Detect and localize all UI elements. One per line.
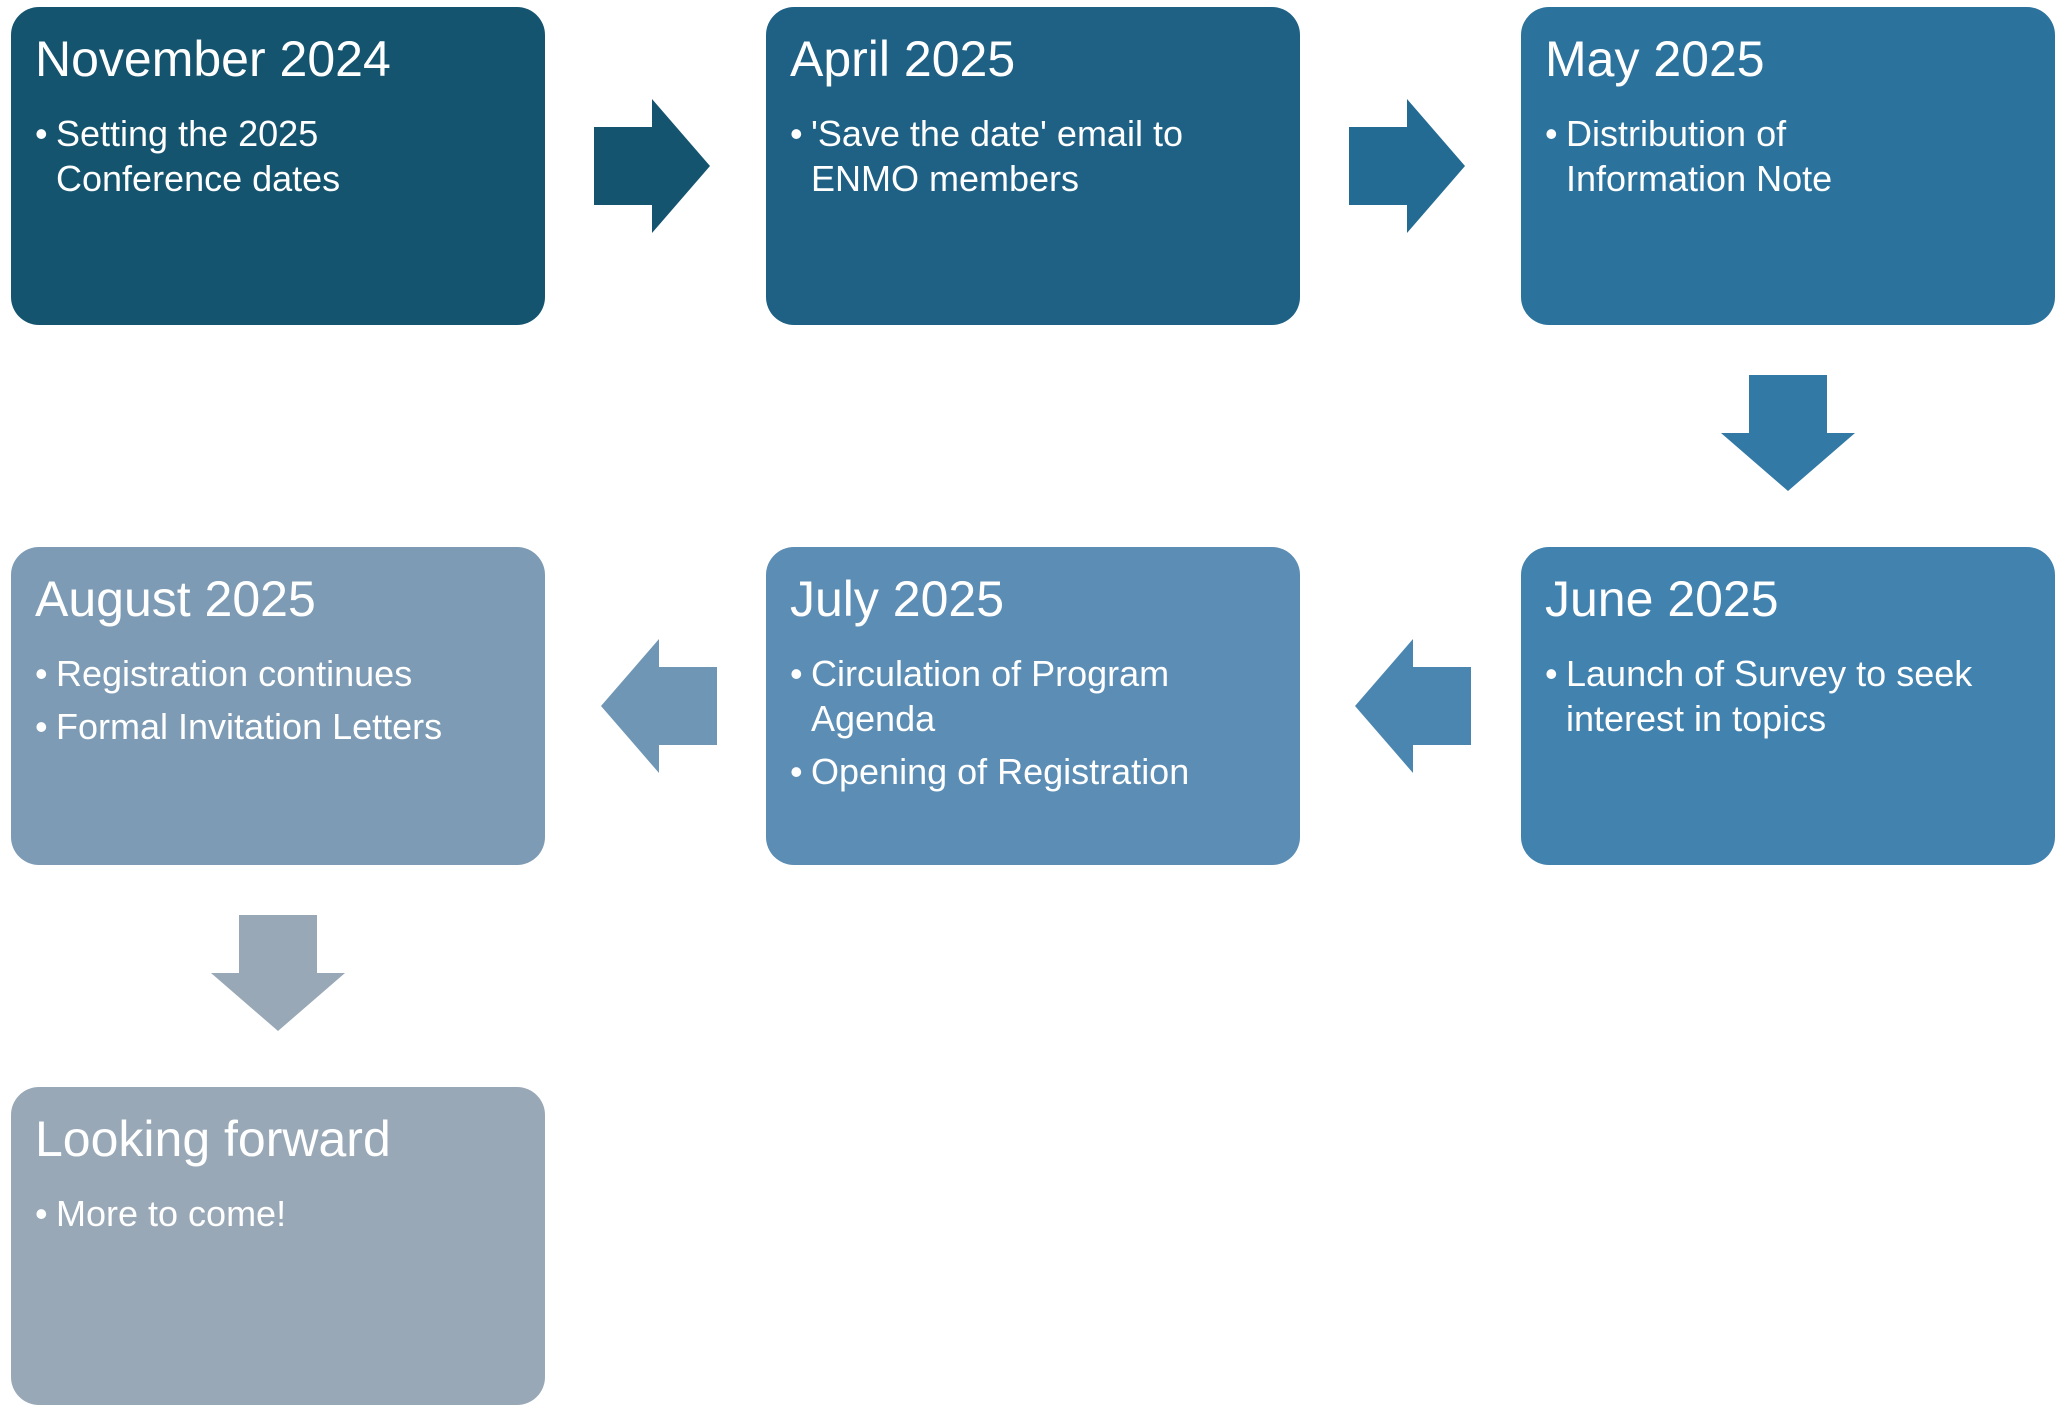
arrow-right-icon: [1349, 99, 1465, 233]
step-item-list: •'Save the date' email to ENMO members: [790, 111, 1276, 201]
step-item-list: •Registration continues •Formal Invitati…: [35, 651, 521, 749]
step-item: •Distribution of Information Note: [1545, 111, 2031, 201]
bullet-icon: •: [35, 1193, 48, 1234]
step-item: •Registration continues: [35, 651, 521, 696]
step-item: •'Save the date' email to ENMO members: [790, 111, 1276, 201]
step-item: •Circulation of Program Agenda: [790, 651, 1276, 741]
bullet-icon: •: [35, 113, 48, 154]
step-box-looking-forward: Looking forward •More to come!: [11, 1087, 545, 1405]
step-title: November 2024: [35, 31, 391, 87]
step-item: •Formal Invitation Letters: [35, 704, 521, 749]
step-title: May 2025: [1545, 31, 1765, 87]
step-item-list: •Setting the 2025 Conference dates: [35, 111, 521, 201]
step-item-text: Launch of Survey to seek interest in top…: [1566, 653, 1973, 739]
bullet-icon: •: [1545, 113, 1558, 154]
step-item-list: •More to come!: [35, 1191, 521, 1236]
step-item-text: Distribution of Information Note: [1566, 113, 1833, 199]
step-title: July 2025: [790, 571, 1005, 627]
step-title: April 2025: [790, 31, 1016, 87]
step-item-text: More to come!: [56, 1193, 287, 1234]
step-item: •More to come!: [35, 1191, 521, 1236]
bullet-icon: •: [790, 751, 803, 792]
step-item-text: Registration continues: [56, 653, 413, 694]
arrow-right-icon: [594, 99, 710, 233]
step-box-april-2025: April 2025 •'Save the date' email to ENM…: [766, 7, 1300, 325]
step-title: August 2025: [35, 571, 316, 627]
step-box-november-2024: November 2024 •Setting the 2025 Conferen…: [11, 7, 545, 325]
bullet-icon: •: [35, 706, 48, 747]
arrow-left-icon: [1355, 639, 1471, 773]
bullet-icon: •: [35, 653, 48, 694]
bullet-icon: •: [790, 113, 803, 154]
step-box-july-2025: July 2025 •Circulation of Program Agenda…: [766, 547, 1300, 865]
arrow-down-icon: [1721, 375, 1855, 491]
step-item: •Launch of Survey to seek interest in to…: [1545, 651, 2031, 741]
step-box-may-2025: May 2025 •Distribution of Information No…: [1521, 7, 2055, 325]
step-item: •Setting the 2025 Conference dates: [35, 111, 521, 201]
step-box-june-2025: June 2025 •Launch of Survey to seek inte…: [1521, 547, 2055, 865]
step-item-text: 'Save the date' email to ENMO members: [811, 113, 1183, 199]
step-item-list: •Distribution of Information Note: [1545, 111, 2031, 201]
step-item-list: •Circulation of Program Agenda •Opening …: [790, 651, 1276, 794]
step-item-text: Circulation of Program Agenda: [811, 653, 1170, 739]
step-item-list: •Launch of Survey to seek interest in to…: [1545, 651, 2031, 741]
step-item: •Opening of Registration: [790, 749, 1276, 794]
step-title: June 2025: [1545, 571, 1779, 627]
bullet-icon: •: [1545, 653, 1558, 694]
arrow-left-icon: [601, 639, 717, 773]
step-title: Looking forward: [35, 1111, 391, 1167]
step-item-text: Opening of Registration: [811, 751, 1190, 792]
arrow-down-icon: [211, 915, 345, 1031]
bullet-icon: •: [790, 653, 803, 694]
step-item-text: Formal Invitation Letters: [56, 706, 443, 747]
step-item-text: Setting the 2025 Conference dates: [56, 113, 341, 199]
step-box-august-2025: August 2025 •Registration continues •For…: [11, 547, 545, 865]
